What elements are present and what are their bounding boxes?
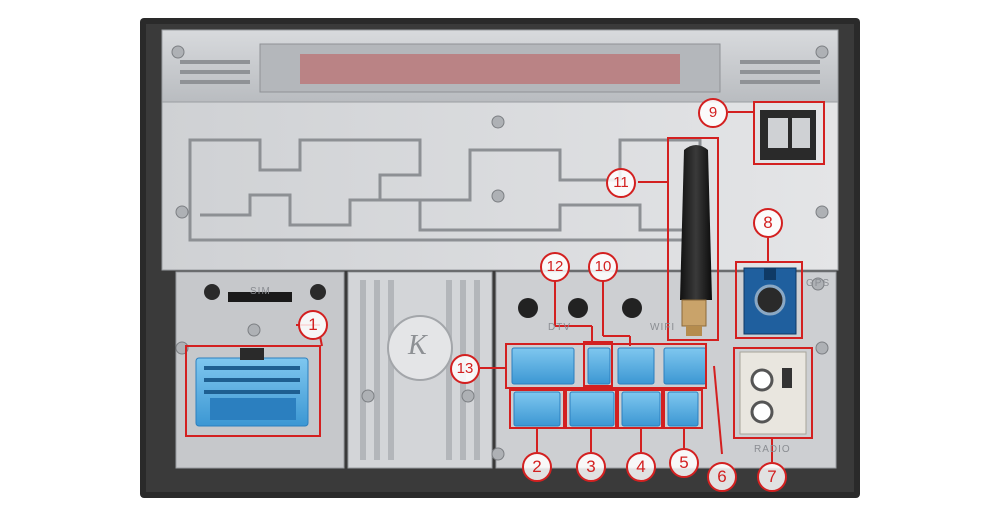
gps-label: GPS	[806, 278, 831, 289]
radio-label: RADIO	[754, 444, 791, 455]
sim-slot	[228, 292, 292, 302]
callout-4: 4	[626, 452, 656, 482]
callout-frames	[185, 101, 825, 462]
callout-10: 10	[588, 252, 618, 282]
callout-8: 8	[753, 208, 783, 238]
callout-7: 7	[757, 462, 787, 492]
callout-6: 6	[707, 462, 737, 492]
sim-label: SIM	[250, 286, 271, 297]
callout-13: 13	[450, 354, 480, 384]
screws	[171, 45, 829, 461]
port-hole	[518, 298, 538, 318]
callout-9: 9	[698, 98, 728, 128]
wifi-antenna	[680, 145, 712, 336]
callout-11: 11	[606, 168, 636, 198]
callout-12: 12	[540, 252, 570, 282]
dtv-label: DTV	[548, 322, 571, 333]
port-hole	[568, 298, 588, 318]
callout-2: 2	[522, 452, 552, 482]
heatsink-panel	[161, 101, 839, 271]
radio-connector	[739, 351, 807, 435]
small-connectors	[511, 347, 707, 427]
wifi-label: WIFI	[650, 322, 676, 333]
callout-3: 3	[576, 452, 606, 482]
callout-1: 1	[298, 310, 328, 340]
port-hole	[622, 298, 642, 318]
callout-5: 5	[669, 448, 699, 478]
logo-letter: K	[408, 330, 428, 361]
